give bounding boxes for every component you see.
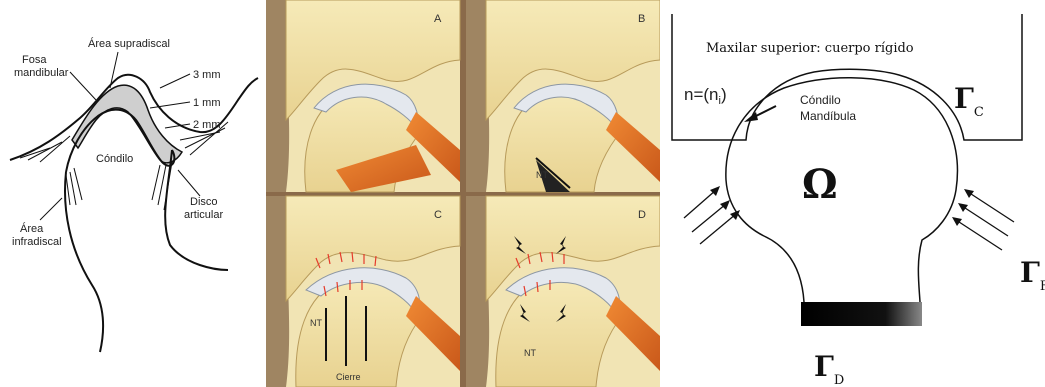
label-infra-2: infradiscal — [12, 236, 62, 248]
fem-domain-svg: Maxilar superior: cuerpo rígido n=(ni) C… — [664, 0, 1045, 387]
label-3mm: 3 mm — [193, 69, 221, 81]
normal-vector-head — [744, 112, 758, 122]
nt-label-c: NT — [310, 318, 322, 328]
label-fosa-2: mandibular — [14, 67, 69, 79]
maxilla-title: Maxilar superior: cuerpo rígido — [706, 41, 914, 56]
mandible-label: Mandíbula — [800, 109, 856, 123]
left-load-arrows — [684, 190, 736, 244]
label-disco-1: Disco — [190, 196, 218, 208]
fem-domain-diagram: Maxilar superior: cuerpo rígido n=(ni) C… — [664, 0, 1045, 387]
tmj-illustration-grid: A B NT — [266, 0, 660, 387]
panel-letter-c: C — [434, 209, 442, 221]
label-condilo: Cóndilo — [96, 153, 133, 165]
nt-label-b: NT — [536, 170, 548, 180]
subpanel-c: C NT Cierre — [266, 196, 460, 387]
subpanel-b: B NT — [466, 0, 660, 192]
subpanel-d: D NT — [466, 196, 660, 387]
label-disco-2: articular — [184, 209, 223, 221]
tmj-illustration-svg: A B NT — [266, 0, 660, 387]
condyle-neck-left — [65, 172, 103, 352]
normal-label: n=(ni) — [684, 85, 727, 107]
dirichlet-boundary-bar — [801, 302, 922, 326]
tmj-anatomy-svg: Área supradiscal Fosa mandibular 3 mm 1 … — [0, 0, 262, 387]
label-infra-1: Área — [20, 222, 44, 235]
condyle-label: Cóndilo — [800, 93, 841, 107]
panel-letter-b: B — [638, 13, 645, 25]
label-fosa-1: Fosa — [22, 54, 47, 66]
label-2mm: 2 mm — [193, 119, 221, 131]
gamma-d-symbol: ΓD — [814, 350, 844, 387]
panel-letter-d: D — [638, 209, 646, 221]
left-load-arrowheads — [710, 186, 740, 220]
gamma-c-symbol: ΓC — [954, 82, 984, 120]
omega-label: Ω — [802, 161, 838, 208]
gamma-f-symbol: ΓF — [1020, 256, 1045, 294]
panel-letter-a: A — [434, 13, 442, 25]
infradiscal-hatching — [66, 162, 172, 210]
label-1mm: 1 mm — [193, 97, 221, 109]
subpanel-a: A — [266, 0, 460, 192]
cierre-label: Cierre — [336, 372, 361, 382]
nt-label-d: NT — [524, 348, 536, 358]
label-area-supradiscal: Área supradiscal — [88, 37, 170, 50]
right-load-arrows — [956, 192, 1014, 250]
tmj-anatomy-diagram: Área supradiscal Fosa mandibular 3 mm 1 … — [0, 0, 262, 387]
